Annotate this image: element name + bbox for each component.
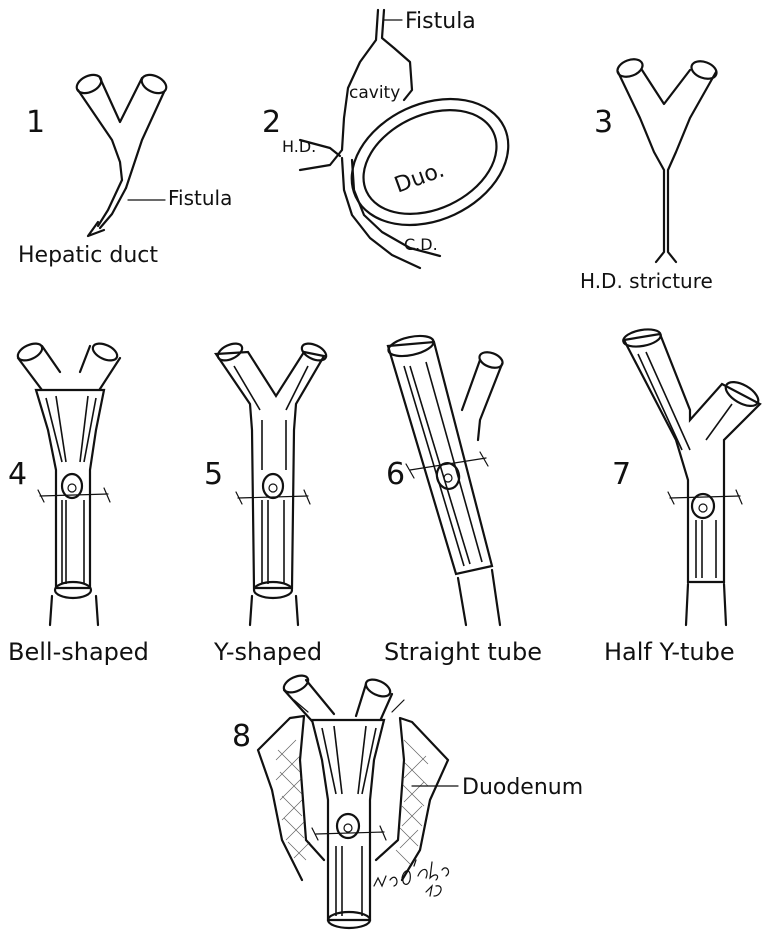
duct-opening xyxy=(15,340,44,364)
duct-opening xyxy=(281,672,310,696)
duct-opening xyxy=(689,58,719,82)
fistula-tract xyxy=(98,180,126,228)
duct-branch-right xyxy=(462,360,502,440)
duct-opening xyxy=(477,349,504,370)
label-fistula: Fistula xyxy=(168,186,232,210)
figure-8: 8 xyxy=(232,672,583,928)
figure-number-8: 8 xyxy=(232,719,251,754)
label-cavity: cavity xyxy=(349,83,400,103)
duct-below xyxy=(458,570,500,625)
mucosa-hatching-left xyxy=(276,740,310,860)
duct-opening xyxy=(363,676,392,700)
caption-half-y-tube: Half Y-tube xyxy=(604,638,735,666)
label-hepatic-duct: Hepatic duct xyxy=(18,243,158,268)
duct-below xyxy=(50,596,98,625)
duct-opening xyxy=(74,71,104,96)
caption-straight-tube: Straight tube xyxy=(384,638,542,666)
half-y-tube xyxy=(624,334,760,582)
figure-1: 1 Fistula Hepatic duct xyxy=(18,71,232,268)
figure-number-6: 6 xyxy=(386,457,405,492)
duct-branch-left xyxy=(18,346,60,390)
bell-tube xyxy=(36,390,104,588)
figure-7: 7 Half Y-tube xyxy=(604,327,762,666)
duct-outline xyxy=(618,70,716,262)
figure-6: 6 Straight tube xyxy=(384,332,542,666)
bell-tube xyxy=(312,720,384,920)
label-hd: H.D. xyxy=(282,137,316,156)
label-duodenum: Duo. xyxy=(391,158,447,199)
duct-below xyxy=(686,584,726,625)
label-hd-stricture: H.D. stricture xyxy=(580,269,713,293)
figure-4: 4 Bell-shaped xyxy=(8,340,149,666)
caption-y-shaped: Y-shaped xyxy=(213,638,322,666)
duodenal-wall-right xyxy=(376,718,448,880)
figure-number-4: 4 xyxy=(8,457,27,492)
duct-branch-right xyxy=(80,346,120,392)
figure-number-1: 1 xyxy=(26,105,45,140)
caption-bell-shaped: Bell-shaped xyxy=(8,638,149,666)
duodenal-wall-left xyxy=(258,716,324,880)
figure-number-7: 7 xyxy=(612,457,631,492)
label-fistula: Fistula xyxy=(405,9,476,34)
figure-number-3: 3 xyxy=(594,105,613,140)
figure-2: 2 Fistula cavity H.D. C.D. Duo. xyxy=(262,9,529,268)
duct-below xyxy=(250,596,298,625)
figure-number-5: 5 xyxy=(204,457,223,492)
duct-outline xyxy=(78,78,164,188)
figure-5: 5 Y-shaped xyxy=(204,340,329,666)
y-tube xyxy=(216,352,324,588)
label-duodenum: Duodenum xyxy=(462,775,583,800)
figure-number-2: 2 xyxy=(262,105,281,140)
label-cd: C.D. xyxy=(404,235,438,254)
figure-3: 3 H.D. stricture xyxy=(580,56,719,293)
arrow-head xyxy=(88,222,104,236)
duct-opening xyxy=(90,340,119,364)
